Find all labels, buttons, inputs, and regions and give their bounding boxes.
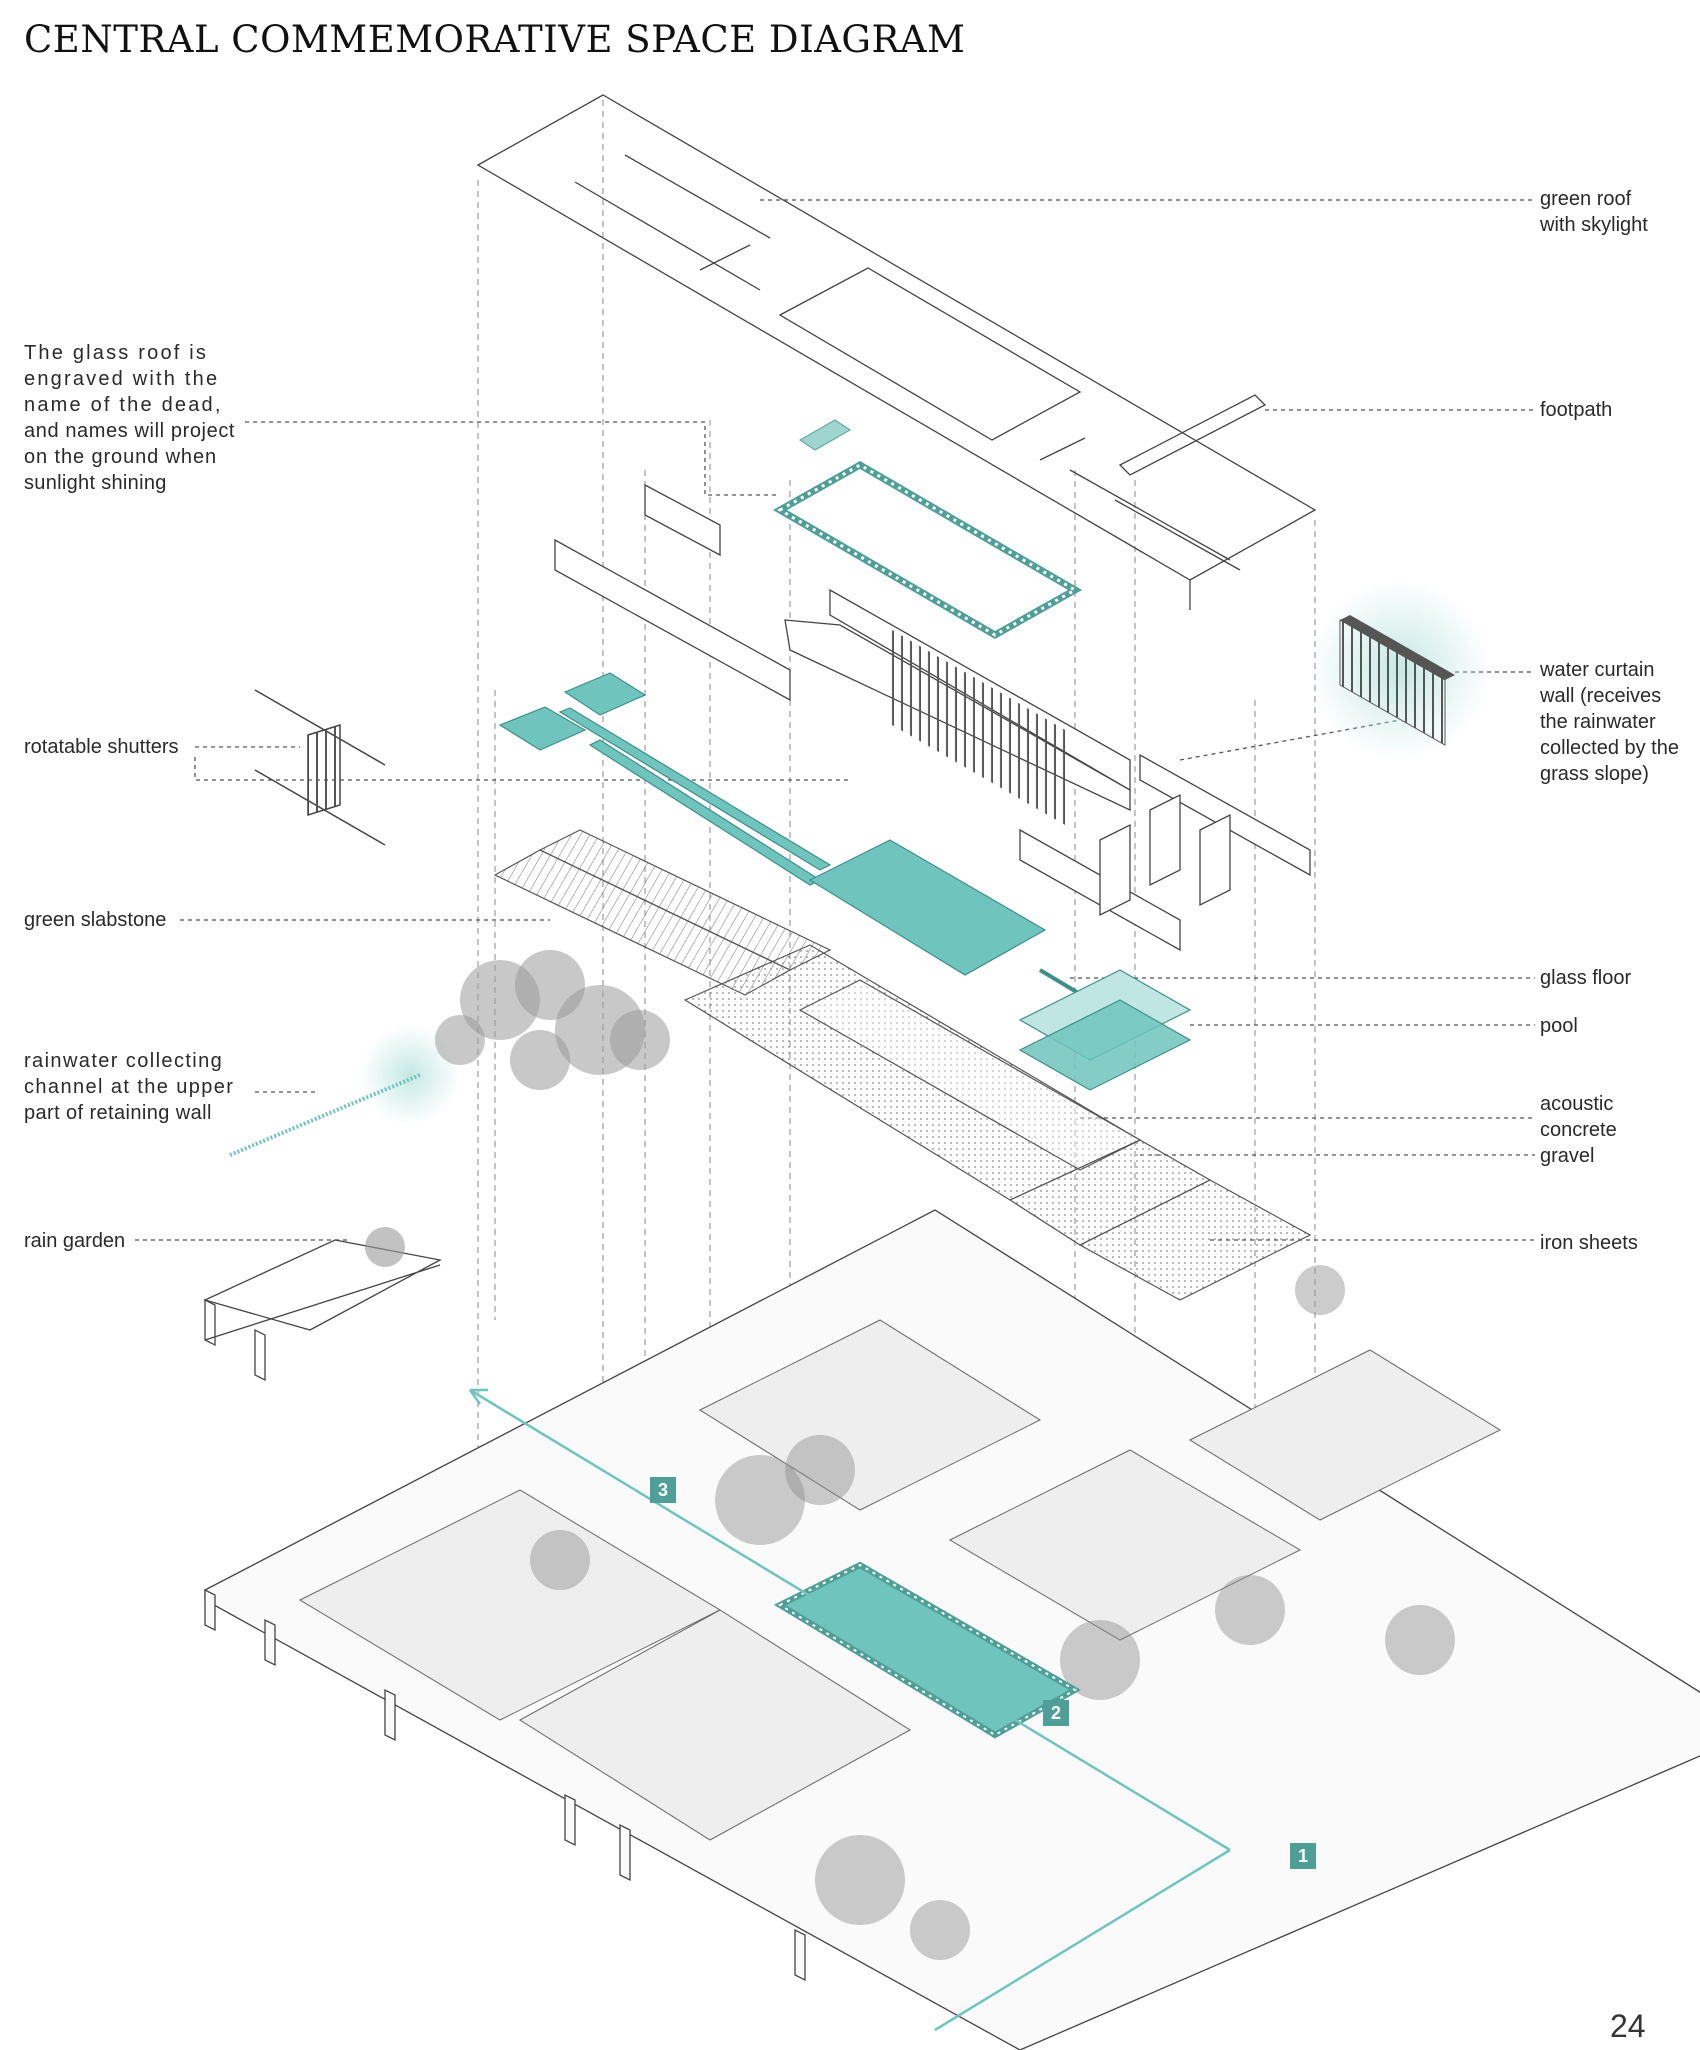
tree-cluster [435, 950, 670, 1090]
water-curtain-detail [1310, 580, 1490, 760]
label-rain-garden: rain garden [24, 1230, 126, 1252]
site-memorial-pool [773, 1561, 1082, 1739]
label-iron-sheets: iron sheets [1540, 1232, 1638, 1254]
note-glass-roof: The glass roof is engraved with the name… [24, 342, 236, 494]
ground-layers [493, 829, 1312, 1301]
route-badge-2: 2 [1043, 1700, 1069, 1726]
label-water-curtain: water curtain wall (receives the rainwat… [1540, 659, 1679, 785]
glass-roof-frame [772, 419, 1083, 640]
walls-layer [554, 483, 1311, 952]
rain-garden-planter [203, 1227, 442, 1382]
page-number: 24 [1610, 2008, 1646, 2044]
label-green-slabstone: green slabstone [24, 909, 167, 931]
green-roof-layer [476, 94, 1317, 610]
label-glass-floor: glass floor [1540, 967, 1632, 989]
label-acoustic-concrete-gravel: acoustic concrete gravel [1540, 1093, 1617, 1167]
label-footpath: footpath [1540, 399, 1613, 421]
page-title: CENTRAL COMMEMORATIVE SPACE DIAGRAM [24, 18, 966, 61]
label-rotatable-shutters: rotatable shutters [24, 736, 179, 758]
label-green-roof: green roof with skylight [1540, 188, 1648, 236]
rainwater-channel-detail [229, 1025, 460, 1157]
glass-pieces [498, 672, 1192, 1091]
route-badge-3: 3 [650, 1477, 676, 1503]
footpath-layer [1069, 394, 1267, 571]
circulation-route [468, 1388, 1231, 2032]
rotatable-shutters-detail [254, 689, 386, 846]
site-trees [530, 1265, 1455, 1960]
site-courtyards [298, 1319, 1502, 1841]
route-badge-1: 1 [1290, 1843, 1316, 1869]
label-rainwater-channel: rainwater collecting channel at the uppe… [24, 1050, 235, 1124]
label-pool: pool [1540, 1015, 1578, 1037]
